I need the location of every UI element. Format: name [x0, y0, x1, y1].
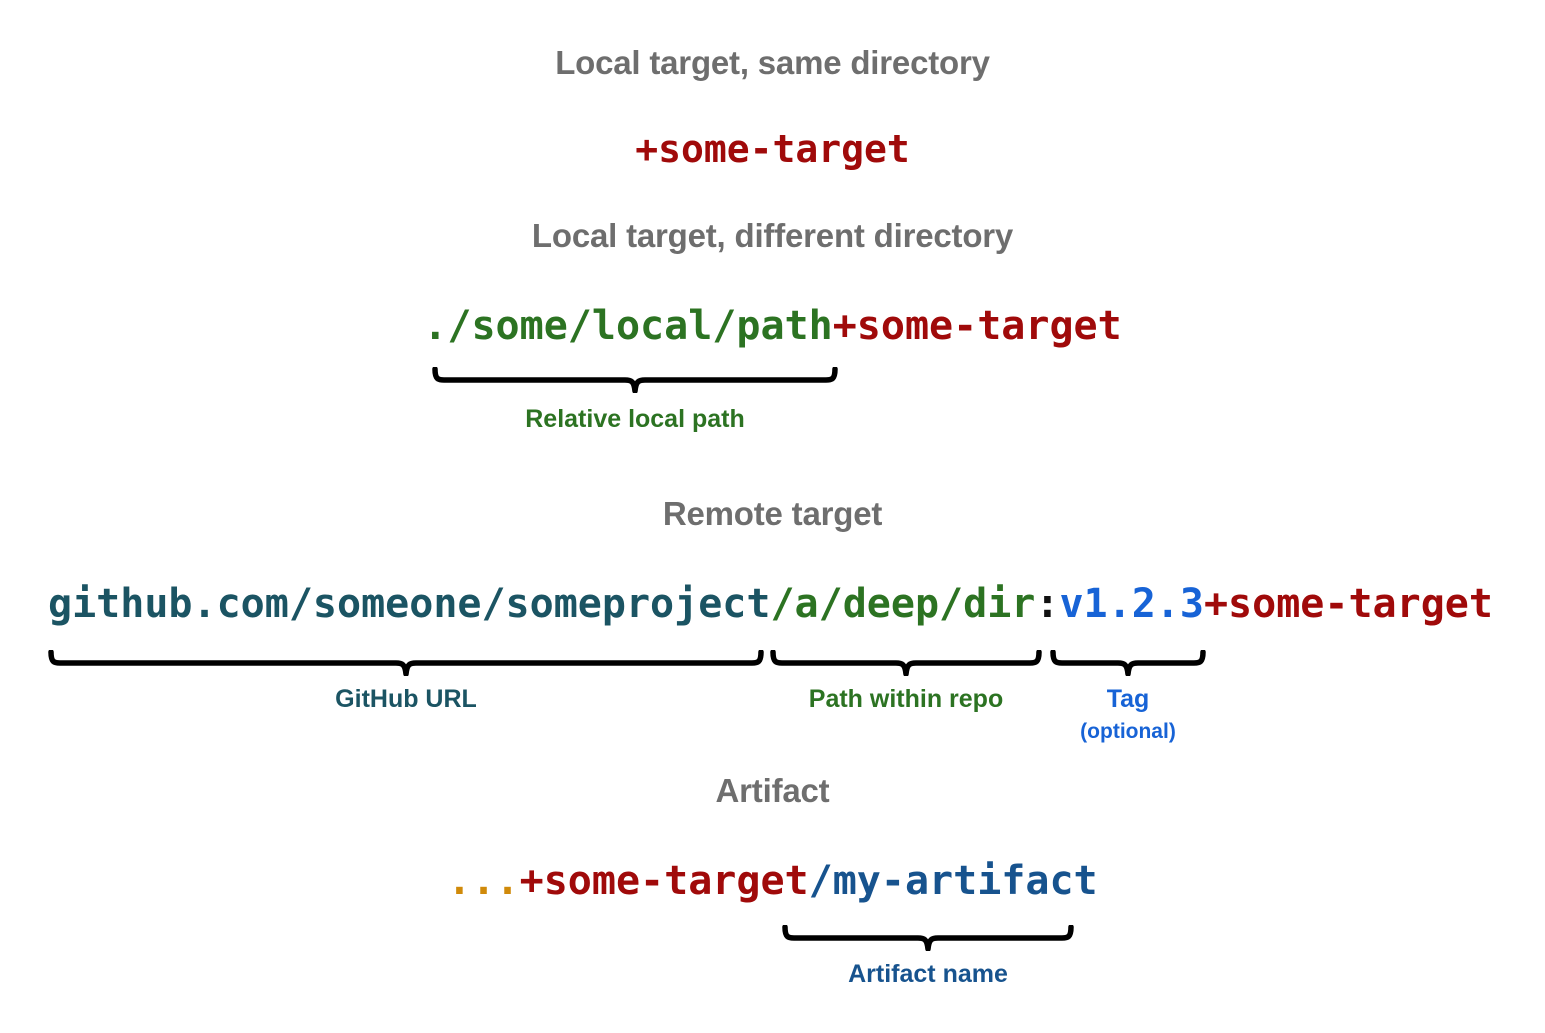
code-token-relative-path: ./some/local/path: [423, 303, 833, 349]
heading-remote-target: Remote target: [662, 495, 883, 532]
section-artifact: Artifact ...+some-target/my-artifact: [0, 772, 1545, 904]
code-token-github-url: github.com/someone/someproject: [48, 581, 771, 627]
brace-path-within-repo: [770, 650, 1042, 676]
code-remote-target: github.com/someone/someproject/a/deep/di…: [0, 581, 1545, 627]
code-token-repo-path: /a/deep/dir: [770, 581, 1036, 627]
brace-relative-local-path: [432, 367, 838, 393]
annotation-label-relative-local-path: Relative local path: [525, 405, 745, 433]
heading-local-same-directory: Local target, same directory: [555, 44, 990, 81]
brace-artifact-name: [782, 925, 1074, 951]
annotation-sublabel-tag-optional: (optional): [1080, 720, 1176, 743]
annotation-label-tag: Tag: [1106, 685, 1150, 713]
code-token-target: +some-target: [635, 127, 910, 171]
code-token-tag: v1.2.3: [1059, 581, 1204, 627]
brace-tag: [1050, 650, 1206, 676]
code-token-artifact-name: /my-artifact: [808, 858, 1098, 904]
code-local-same-directory: +some-target: [0, 127, 1545, 171]
code-token-target: +some-target: [832, 303, 1122, 349]
heading-local-different-directory: Local target, different directory: [531, 217, 1014, 254]
code-token-colon: :: [1035, 581, 1060, 627]
section-local-different-directory: Local target, different directory ./some…: [0, 217, 1545, 349]
brace-github-url: [48, 650, 764, 676]
section-local-same-directory: Local target, same directory +some-targe…: [0, 44, 1545, 171]
code-artifact: ...+some-target/my-artifact: [0, 858, 1545, 904]
code-local-different-directory: ./some/local/path+some-target: [0, 303, 1545, 349]
annotation-label-artifact-name: Artifact name: [848, 960, 1008, 988]
annotation-label-github-url: GitHub URL: [335, 685, 477, 713]
section-remote-target: Remote target github.com/someone/somepro…: [0, 495, 1545, 627]
code-token-target: +some-target: [519, 858, 809, 904]
heading-artifact: Artifact: [715, 772, 830, 809]
annotation-label-path-within-repo: Path within repo: [808, 685, 1004, 713]
code-token-target: +some-target: [1203, 581, 1493, 627]
code-token-ellipsis: ...: [447, 858, 520, 904]
